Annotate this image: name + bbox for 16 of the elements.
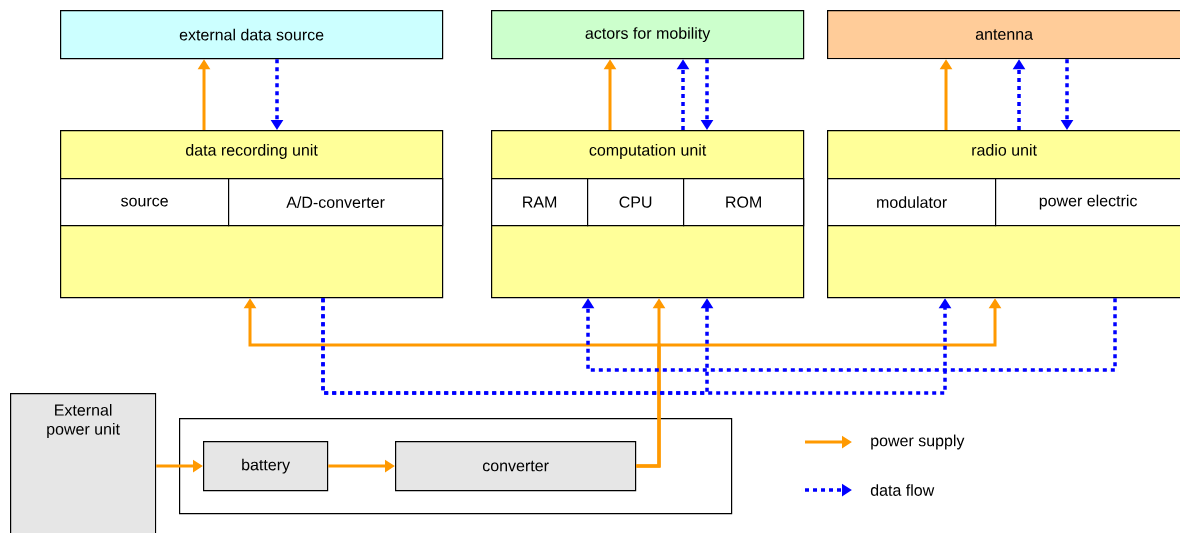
legend-label: power supply [871,434,965,450]
legend-label: data flow [870,484,935,496]
unit-box: External power unit [10,393,157,533]
block-box: antenna [827,10,1180,60]
cell-box: RAM [491,178,589,227]
arrow [581,298,1117,372]
cell-box: ROM [683,178,805,227]
block-box: actors for mobility [491,10,805,60]
cell-box: CPU [587,178,685,227]
block-box: converter [395,441,637,492]
cell-box: modulator [827,178,997,227]
cell-box: source [60,178,230,227]
block-box: battery [203,441,329,492]
cell-box: A/D-converter [228,178,444,227]
block-box: external data source [60,10,444,60]
cell-box: power electric [995,178,1180,227]
